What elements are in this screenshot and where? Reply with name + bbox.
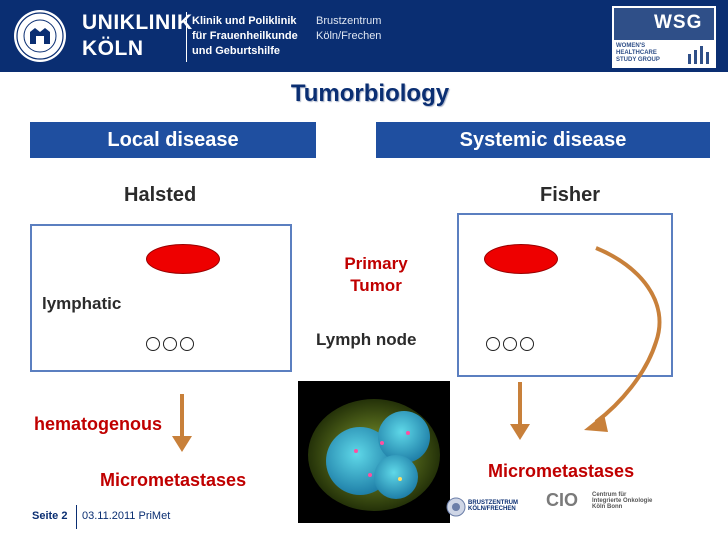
halsted-label: Halsted	[124, 184, 197, 206]
slide-title: Tumorbiology	[290, 80, 450, 107]
wsg-bars-icon	[688, 46, 709, 64]
lymph-nodes-left	[146, 337, 194, 351]
clinic-name: Klinik und Poliklinik für Frauenheilkund…	[192, 14, 298, 59]
lymph-node-circle	[486, 337, 500, 351]
primary-tumor-shape-right	[484, 244, 558, 274]
lymph-nodes-right	[486, 337, 534, 351]
wsg-sub-line-3: STUDY GROUP	[616, 57, 660, 63]
cio-logo-mark: CIO	[546, 490, 579, 510]
wsg-sub-line-2: HEALTHCARE	[616, 50, 657, 56]
cio-line-3: Köln Bonn	[592, 504, 623, 510]
primary-tumor-label: Primary Tumor	[330, 253, 422, 297]
arrow-down-icon	[172, 394, 192, 452]
university-seal-icon	[14, 10, 66, 62]
brustzentrum-line-2: KÖLN/FRECHEN	[468, 506, 516, 512]
lymph-node-circle	[180, 337, 194, 351]
fisher-label: Fisher	[540, 184, 601, 206]
header-bar: UNIKLINIK KÖLN Klinik und Poliklinik für…	[0, 0, 728, 72]
local-disease-band: Local disease	[30, 122, 316, 158]
micrograph-icon	[298, 381, 450, 523]
lymph-node-circle	[503, 337, 517, 351]
cio-line-2: Integrierte Onkologie	[592, 498, 653, 504]
curved-arrow-icon	[584, 246, 662, 432]
brustzentrum-line-1: BRUSTZENTRUM	[468, 500, 518, 506]
wsg-logo: WSG WOMEN'S HEALTHCARE STUDY GROUP	[612, 6, 716, 68]
footer-page-number: Seite 2	[32, 510, 68, 522]
center-line-1: Brustzentrum	[316, 15, 382, 27]
lymphatic-label: lymphatic	[42, 294, 122, 313]
clinic-line-1: Klinik und Poliklinik	[192, 15, 297, 27]
arrow-down-icon	[510, 382, 530, 440]
micrometastases-label-right: Micrometastases	[488, 461, 635, 481]
primary-tumor-shape-left	[146, 244, 220, 274]
primary-tumor-line-1: Primary	[344, 254, 408, 273]
micrometastases-label-left: Micrometastases	[100, 470, 247, 490]
wsg-logo-banner: WSG	[614, 8, 714, 40]
footer-divider	[76, 505, 77, 529]
center-line-2: Köln/Frechen	[316, 30, 382, 42]
clinic-line-3: und Geburtshilfe	[192, 45, 280, 57]
lymph-node-circle	[163, 337, 177, 351]
lymph-node-label: Lymph node	[316, 330, 417, 349]
breast-center-name: Brustzentrum Köln/Frechen	[316, 14, 381, 44]
clinic-line-2: für Frauenheilkunde	[192, 30, 298, 42]
university-line-2: KÖLN	[82, 37, 144, 60]
wsg-sub-line-1: WOMEN'S	[616, 43, 646, 49]
tumor-cell-micrograph	[298, 381, 450, 523]
wsg-logo-mark: WSG	[654, 12, 703, 33]
brustzentrum-logo-text: BRUSTZENTRUM KÖLN/FRECHEN	[468, 500, 518, 512]
header-divider	[186, 12, 187, 62]
cio-line-1: Centrum für	[592, 492, 627, 498]
university-name: UNIKLINIK KÖLN	[82, 10, 193, 62]
lymph-node-circle	[520, 337, 534, 351]
lymph-node-circle	[146, 337, 160, 351]
footer-date-event: 03.11.2011 PriMet	[82, 510, 171, 522]
brustzentrum-logo-icon	[446, 497, 466, 517]
systemic-disease-band: Systemic disease	[376, 122, 710, 158]
footer-partner-logos: BRUSTZENTRUM KÖLN/FRECHEN CIO Centrum fü…	[440, 490, 680, 526]
hematogenous-label: hematogenous	[34, 414, 163, 434]
university-line-1: UNIKLINIK	[82, 11, 193, 34]
wsg-logo-subtitle: WOMEN'S HEALTHCARE STUDY GROUP	[616, 43, 682, 64]
cio-logo-text: Centrum für Integrierte Onkologie Köln B…	[592, 492, 652, 510]
primary-tumor-line-2: Tumor	[350, 276, 402, 295]
